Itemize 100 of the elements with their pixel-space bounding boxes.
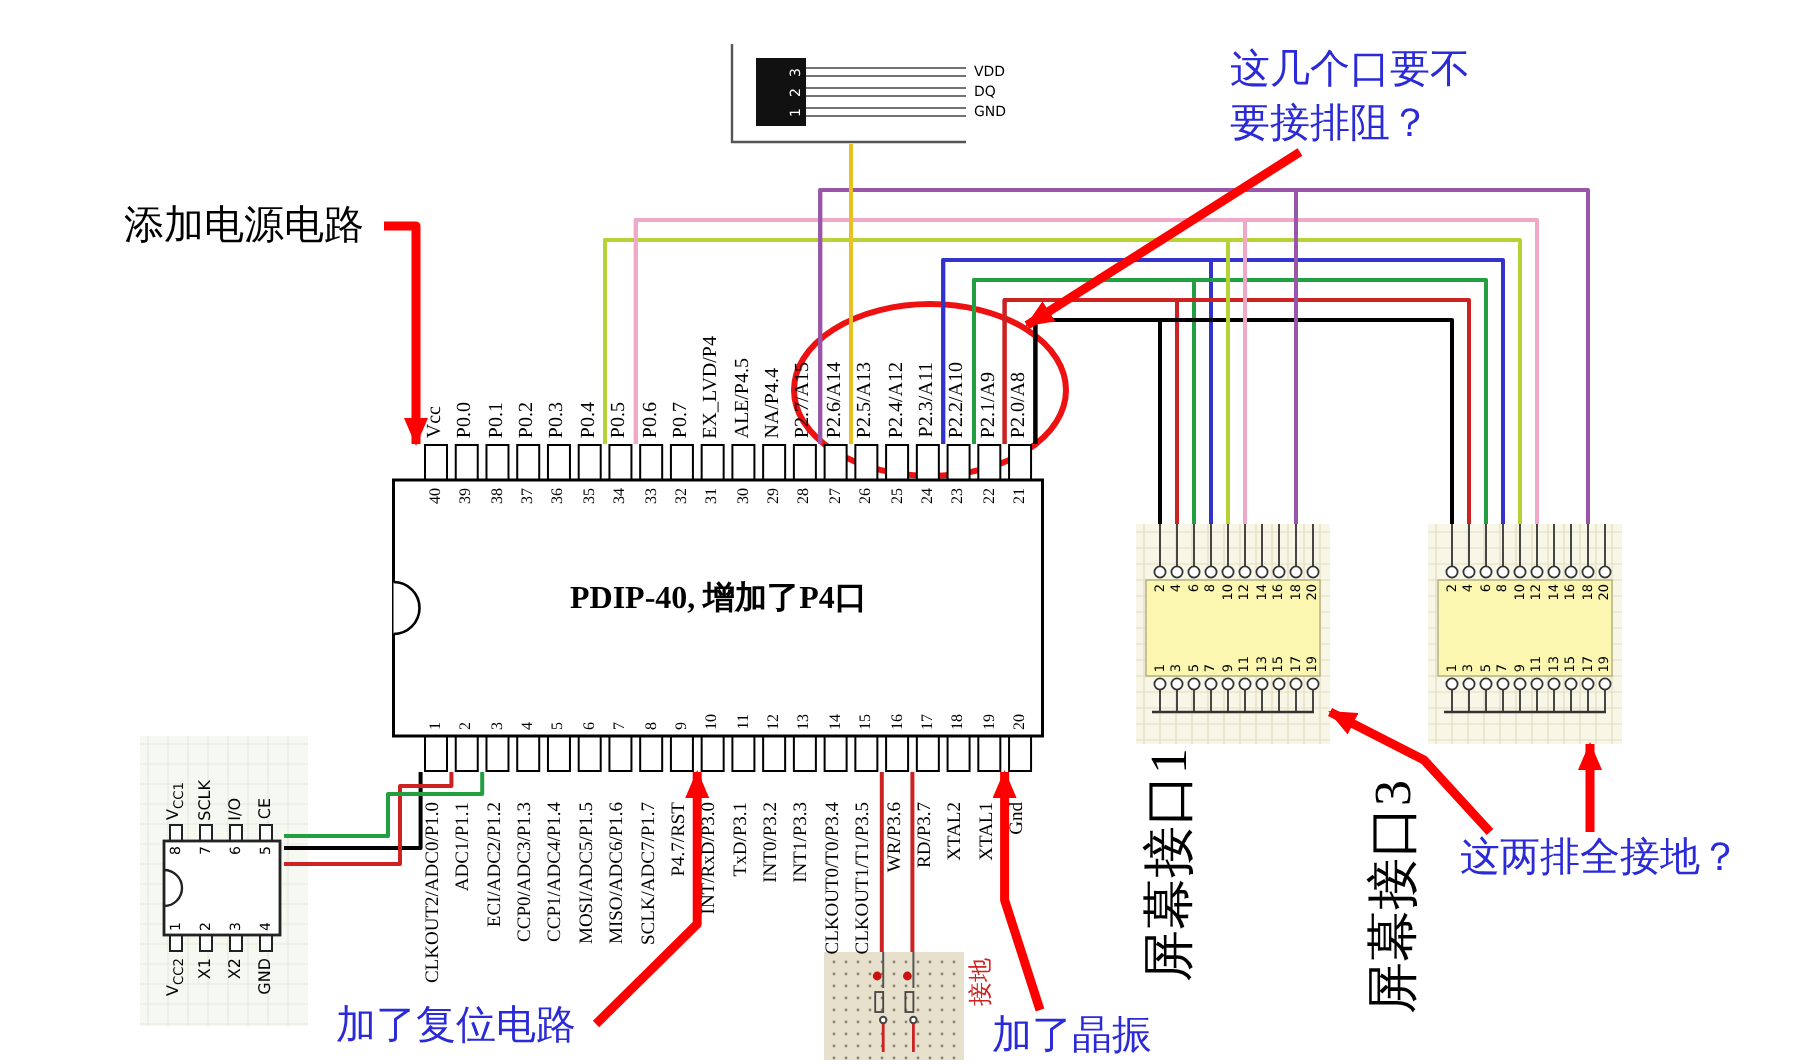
pin-label: TxD/P3.1 xyxy=(733,802,753,877)
pin-number: 17 xyxy=(919,714,936,730)
wire xyxy=(284,772,454,866)
pin-number: 8 xyxy=(643,722,660,730)
pin-label: CLKOUT1/T1/P3.5 xyxy=(856,802,876,955)
pin-label: P0.1 xyxy=(487,402,508,439)
pin-number: 21 xyxy=(1012,488,1029,504)
pin-label: SCLK xyxy=(198,780,214,821)
pin-label: P2.4/A12 xyxy=(887,362,908,439)
wire xyxy=(941,258,1505,524)
arrow xyxy=(992,770,1045,1012)
wire xyxy=(879,772,884,952)
wire xyxy=(284,772,485,838)
annotation-text: 这几个口要不要接排阻？ xyxy=(1230,44,1486,152)
pin-number: 9 xyxy=(673,722,690,730)
pin-number: 29 xyxy=(766,488,783,504)
pin-label: INT/RxD/P3.0 xyxy=(702,802,722,915)
pin-number: 32 xyxy=(673,488,690,504)
pin-label: P0.0 xyxy=(456,402,477,439)
wire xyxy=(972,278,1488,524)
pin-label: ALE/P4.5 xyxy=(733,358,754,439)
pin-number: 14 xyxy=(827,714,844,730)
pin-number: 34 xyxy=(612,488,629,504)
pin-label: RD/P3.7 xyxy=(917,802,937,868)
pin-number: 13 xyxy=(796,714,813,730)
pin-label: I/O xyxy=(228,798,244,821)
pin-label: INT0/P3.2 xyxy=(764,802,784,883)
arrow xyxy=(1327,708,1494,836)
pin-label: XTAL1 xyxy=(979,802,999,861)
wire xyxy=(849,144,853,444)
pin-number: 12 xyxy=(766,714,783,730)
pin-number: 18 xyxy=(950,714,967,730)
pin-label: X1 xyxy=(198,958,214,980)
annotation-text: 加了复位电路 xyxy=(336,1000,596,1054)
pin-number: 2 xyxy=(458,722,475,730)
pin-number: 15 xyxy=(858,714,875,730)
pin-number: 16 xyxy=(889,714,906,730)
annotation-text: 这两排全接地？ xyxy=(1460,832,1780,886)
pin-label: MOSI/ADC5/P1.5 xyxy=(579,802,599,944)
arrow xyxy=(1024,148,1303,329)
pin-label: P2.0/A8 xyxy=(1010,372,1031,439)
pin-label: X2 xyxy=(228,958,244,980)
arrow xyxy=(384,221,428,446)
pin-label: P0.4 xyxy=(579,402,600,439)
chip-label: PDIP-40, 增加了P4口 xyxy=(570,584,867,616)
pin-label: EX_LVD/P4 xyxy=(702,336,723,439)
pin-number: 40 xyxy=(428,488,444,504)
pin-label: P0.5 xyxy=(610,402,631,439)
pin-number: 7 xyxy=(612,722,629,730)
pin-number: 3 xyxy=(489,722,506,730)
pin-label: NA/P4.4 xyxy=(764,368,785,439)
pin-number: 23 xyxy=(950,488,967,504)
pin-label: P2.7/A15 xyxy=(794,362,815,439)
wire xyxy=(284,772,423,850)
pin-number: 38 xyxy=(489,488,506,504)
wire xyxy=(1033,318,1454,524)
pin-number: 27 xyxy=(827,488,844,504)
pin-label: P2.2/A10 xyxy=(948,362,969,439)
wire xyxy=(818,188,1590,524)
pin-label: P2.6/A14 xyxy=(825,362,846,439)
pin-number: 11 xyxy=(735,714,752,730)
pin-number: 5 xyxy=(550,722,567,730)
pin-label: ADC1/P1.1 xyxy=(456,802,476,892)
pin-label: Vcc xyxy=(426,406,446,439)
pin-label: SCLK/ADC7/P1.7 xyxy=(641,802,661,946)
pin-number: 35 xyxy=(581,488,598,504)
pin-number: 1 xyxy=(428,722,444,730)
pin-label: P0.7 xyxy=(671,402,692,439)
pin-number: 22 xyxy=(981,488,998,504)
pin-label: P0.3 xyxy=(548,402,569,439)
pin-label: P4.7/RST xyxy=(671,802,691,877)
pin-number: 10 xyxy=(704,714,721,730)
connector-label: 屏幕接口1 xyxy=(1144,748,1196,982)
pin-number: 19 xyxy=(981,714,998,730)
pin-label: P2.5/A13 xyxy=(856,362,877,439)
pin-label: P0.2 xyxy=(518,402,539,439)
annotation-text: 加了晶振 xyxy=(992,1010,1156,1064)
pin-label: ECI/ADC2/P1.2 xyxy=(487,802,507,928)
pin-label: CLKOUT0/T0/P3.4 xyxy=(825,802,845,955)
pin-number: 6 xyxy=(581,722,598,730)
annotation-text: 添加电源电路 xyxy=(124,200,384,254)
wire xyxy=(910,772,915,952)
wire xyxy=(1002,298,1471,524)
pin-number: 31 xyxy=(704,488,721,504)
arrow xyxy=(592,770,710,1028)
pin-number: 36 xyxy=(550,488,567,504)
pin-label: CE xyxy=(258,798,274,820)
pin-number: 33 xyxy=(643,488,660,504)
pin-number: 4 xyxy=(520,722,537,730)
pin-number: 24 xyxy=(919,488,936,504)
pin-label: XTAL2 xyxy=(948,802,968,861)
pin-label: CLKOUT2/ADC0/P1.0 xyxy=(426,802,445,984)
pin-number: 30 xyxy=(735,488,752,504)
pin-label: Gnd xyxy=(1010,802,1030,835)
note-text: 接地 xyxy=(968,958,992,1006)
pin-number: 26 xyxy=(858,488,875,504)
pin-label: MISO/ADC6/P1.6 xyxy=(610,802,630,944)
pin-number: 37 xyxy=(520,488,537,504)
pin-label: WR/P3.6 xyxy=(887,802,907,873)
pin-number: 39 xyxy=(458,488,475,504)
